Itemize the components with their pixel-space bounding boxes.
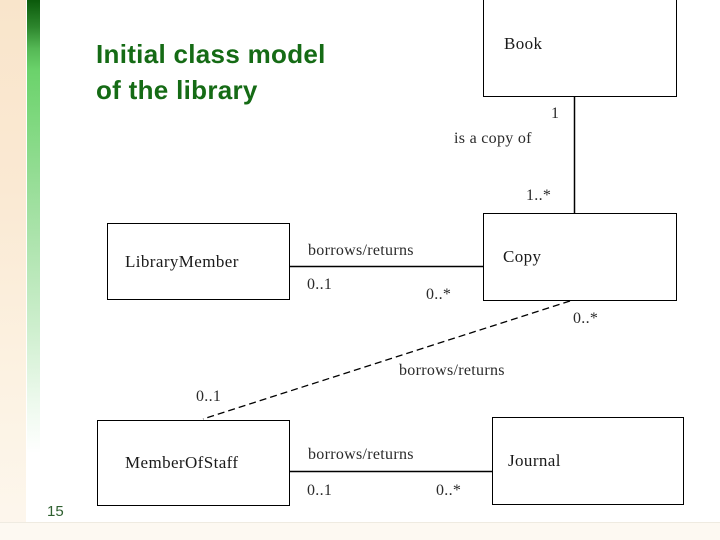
class-name-librarymember: LibraryMember — [125, 251, 239, 271]
class-box-librarymember: LibraryMember — [107, 223, 290, 300]
page-number: 15 — [47, 503, 64, 520]
multiplicity-staff-end-of-journal: 0..1 — [307, 482, 333, 499]
multiplicity-copy-end-of-librarymember: 0..* — [426, 286, 452, 303]
class-box-book: Book — [483, 0, 677, 97]
class-box-journal: Journal — [492, 417, 684, 505]
class-name-journal: Journal — [508, 451, 561, 470]
multiplicity-librarymember-end: 0..1 — [307, 276, 333, 293]
association-label-borrows-returns-2: borrows/returns — [399, 362, 505, 379]
left-cream-strip — [0, 0, 26, 540]
association-label-is-a-copy-of: is a copy of — [454, 130, 532, 147]
multiplicity-copy-end-of-book: 1..* — [526, 187, 552, 204]
multiplicity-copy-end-of-staff: 0..* — [573, 310, 599, 327]
class-name-memberofstaff: MemberOfStaff — [125, 453, 239, 472]
class-name-copy: Copy — [503, 247, 542, 266]
class-name-book: Book — [504, 33, 543, 53]
slide-title-line2: of the library — [96, 75, 258, 105]
multiplicity-staff-end-of-copy: 0..1 — [196, 388, 222, 405]
footer-strip — [0, 522, 720, 540]
left-green-gradient-bar — [27, 0, 40, 540]
memberofstaff-copy-dashed-line — [202, 300, 571, 420]
multiplicity-journal-end: 0..* — [436, 482, 462, 499]
association-label-borrows-returns-1: borrows/returns — [308, 242, 414, 259]
class-box-memberofstaff: MemberOfStaff — [97, 420, 290, 506]
slide-title-line1: Initial class model — [96, 39, 326, 69]
slide-title: Initial class model of the library — [96, 36, 326, 108]
association-label-borrows-returns-3: borrows/returns — [308, 446, 414, 463]
multiplicity-book-end: 1 — [551, 105, 560, 122]
class-box-copy: Copy — [483, 213, 677, 301]
